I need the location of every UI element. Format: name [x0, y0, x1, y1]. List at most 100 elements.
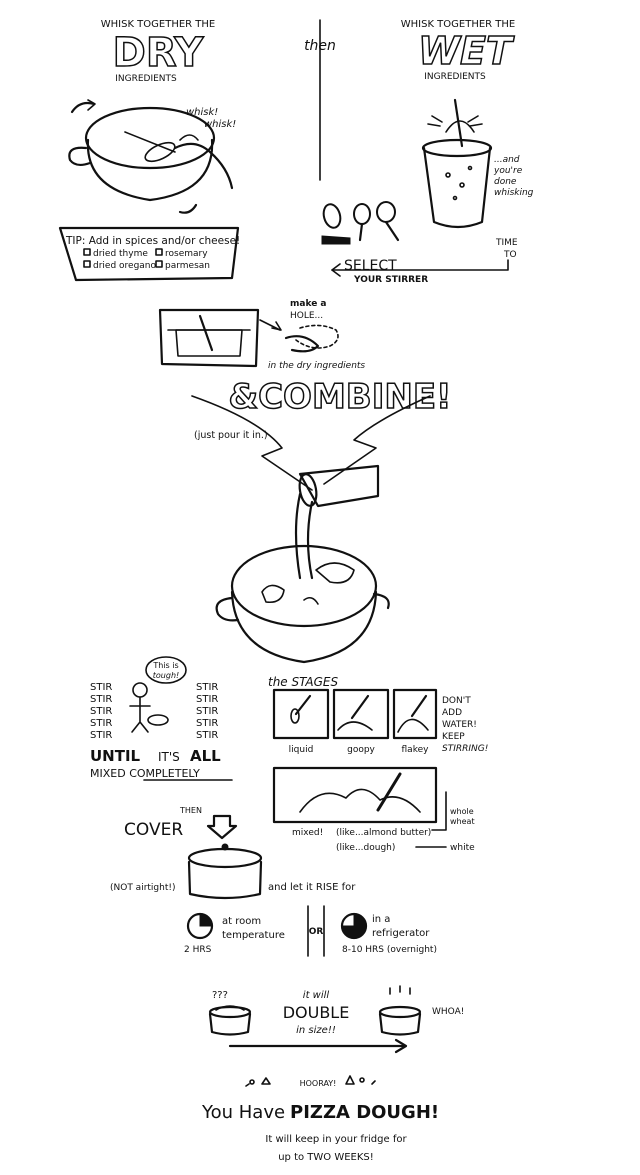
time-to-text-2: TO: [503, 250, 517, 260]
whole-wheat-1: whole: [450, 807, 474, 816]
stage-mixed-panel: [272, 766, 438, 824]
or-bars: [307, 905, 325, 957]
stir-words-right: STIR STIR STIR STIR STIR: [196, 682, 218, 741]
double-text: DOUBLE: [283, 1003, 350, 1022]
question-marks: ???: [212, 990, 228, 1001]
combine-title: &COMBINE!: [228, 377, 451, 417]
room-temp-time: 2 HRS: [184, 945, 212, 955]
utensils-jar-icon: [321, 201, 400, 245]
select-text: SELECT: [344, 258, 397, 274]
svg-text:STIR: STIR: [90, 682, 112, 693]
make-hole-text-1: make a: [290, 299, 327, 309]
in-dry-text: in the dry ingredients: [268, 361, 365, 371]
your-stirrer-text: YOUR STIRRER: [353, 275, 428, 285]
stir-words-left: STIR STIR STIR STIR STIR: [90, 682, 112, 741]
confetti-left: [245, 1077, 271, 1087]
svg-text:STIR: STIR: [196, 718, 218, 729]
stage-flakey-panel: [392, 688, 438, 740]
tip-item-parmesan: parmesan: [165, 261, 210, 271]
tip-item-oregano: dried oregano: [93, 261, 157, 271]
dry-header-line2: INGREDIENTS: [115, 74, 177, 84]
stage-label-goopy: goopy: [347, 745, 375, 755]
done-text-4: whisking: [494, 188, 534, 198]
then-label: THEN: [179, 806, 202, 815]
svg-text:STIR: STIR: [196, 706, 218, 717]
fridge-1: in a: [372, 914, 390, 925]
dry-header-big: DRY: [113, 30, 205, 76]
wet-header-big: WET: [418, 29, 515, 73]
tip-item-rosemary: rosemary: [165, 249, 208, 259]
room-temp-1: at room: [222, 916, 261, 927]
svg-text:STIR: STIR: [90, 718, 112, 729]
whoa-text: WHOA!: [432, 1007, 464, 1017]
svg-text:STIR: STIR: [90, 730, 112, 741]
small-pot-after: [378, 985, 422, 1036]
mixed-label: mixed!: [292, 828, 323, 838]
down-arrow-icon: [206, 814, 238, 840]
rotate-arrow-top: [70, 101, 96, 114]
stage-goopy-panel: [332, 688, 390, 740]
lightning-right: [323, 395, 431, 485]
you-have-text: You Have: [201, 1102, 285, 1123]
whisk-shout-2: whisk!: [204, 119, 236, 130]
rotate-arrow-bottom: [178, 203, 198, 214]
stirrer-arrow: [331, 259, 509, 271]
mixing-pot: [215, 544, 390, 664]
fridge-2: refrigerator: [372, 928, 430, 939]
time-to-text-1: TIME: [495, 238, 518, 248]
like-almond-butter: (like...almond butter): [336, 828, 431, 838]
svg-text:STIR: STIR: [90, 706, 112, 717]
stage-label-flakey: flakey: [402, 745, 430, 755]
pouring-cup: [294, 464, 380, 580]
fridge-time: 8-10 HRS (overnight): [342, 945, 437, 955]
tip-box: TIP: Add in spices and/or cheese! dried …: [58, 226, 240, 282]
lightning-left: [191, 395, 313, 491]
bubble-text-2: tough!: [153, 671, 179, 680]
hand-icon: [284, 335, 320, 353]
stirring-person: [129, 682, 169, 733]
dry-bowl-illustration: [68, 106, 234, 202]
stage-label-liquid: liquid: [289, 745, 314, 755]
wet-cup-illustration: [421, 98, 493, 229]
bubble-text-1: This is: [152, 661, 178, 670]
or-text: OR: [309, 927, 324, 937]
pour-note: (just pour it in.): [194, 430, 268, 441]
its-text: IT'S: [158, 750, 180, 764]
hole-box: [158, 308, 260, 368]
svg-text:STIR: STIR: [90, 694, 112, 705]
wet-header-line1: WHISK TOGETHER THE: [401, 19, 516, 30]
keep-stirring-2: STIRRING!: [442, 744, 488, 754]
cover-text: COVER: [124, 820, 183, 840]
wet-header-line2: INGREDIENTS: [424, 72, 486, 82]
dry-header-line1: WHISK TOGETHER THE: [101, 19, 216, 30]
until-text: UNTIL: [90, 747, 141, 765]
like-dough: (like...dough): [336, 843, 395, 853]
it-will-text: it will: [303, 990, 330, 1001]
keep-fridge-1: It will keep in your fridge for: [265, 1134, 407, 1145]
stages-title: the STAGES: [268, 675, 338, 689]
whisk-shout-1: whisk!: [186, 107, 218, 118]
done-text-1: ...and: [494, 155, 520, 165]
speech-bubble: [145, 656, 187, 684]
done-text-3: done: [494, 177, 517, 187]
pizza-dough-text: PIZZA DOUGH!: [290, 1102, 439, 1123]
dont-add-3: WATER!: [442, 720, 477, 730]
confetti-right: [345, 1075, 376, 1085]
stage-liquid-panel: [272, 688, 330, 740]
small-pot-before: [208, 1005, 252, 1036]
make-hole-text-2: HOLE...: [290, 311, 323, 321]
rise-text: and let it RISE for: [268, 882, 356, 893]
dont-add-1: DON'T: [442, 696, 471, 706]
dont-add-2: ADD: [442, 708, 462, 718]
keep-fridge-2: up to TWO WEEKS!: [278, 1152, 374, 1163]
not-airtight-text: (NOT airtight!): [110, 883, 176, 893]
room-temp-2: temperature: [222, 930, 285, 941]
svg-text:STIR: STIR: [196, 694, 218, 705]
whole-wheat-2: wheat: [450, 817, 475, 826]
tip-item-thyme: dried thyme: [93, 249, 148, 259]
white-flour-label: white: [450, 843, 475, 853]
done-text-2: you're: [493, 166, 523, 176]
whole-wheat-arrow: [431, 791, 447, 831]
covered-pot: [187, 843, 263, 900]
